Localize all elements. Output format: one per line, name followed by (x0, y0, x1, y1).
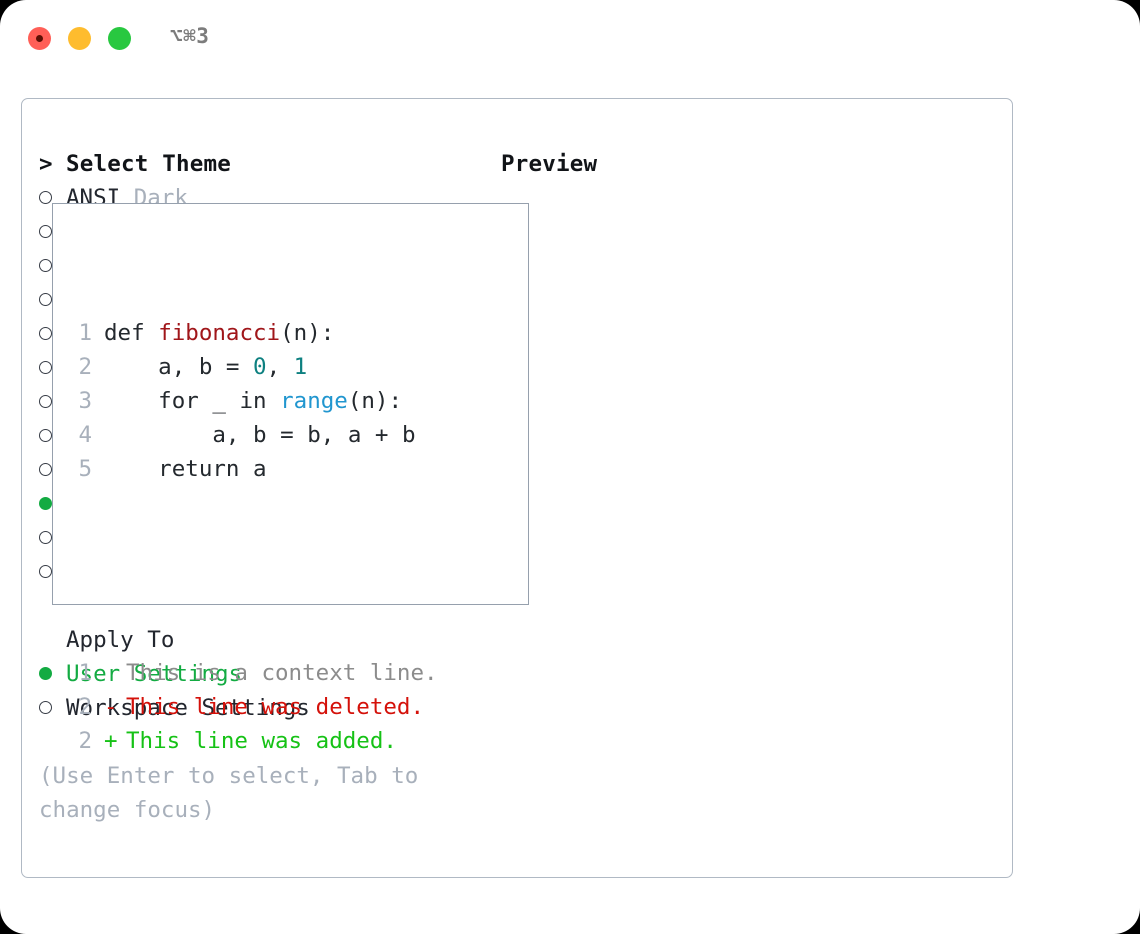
radio-dot (39, 293, 52, 306)
apply-to-header-label: Apply To (66, 627, 175, 653)
code-token: return a (104, 456, 267, 482)
code-token: def (104, 320, 159, 346)
radio-dot (39, 497, 52, 510)
code-line: 5 return a (70, 452, 438, 486)
diff-line-text: This is a context line. (126, 660, 438, 686)
diff-line-number: 1 (78, 660, 92, 686)
prompt-caret-icon: > (39, 151, 53, 177)
diff-sign: + (104, 728, 118, 754)
code-diff-gap (70, 554, 438, 588)
keyboard-shortcut-label: ⌥⌘3 (170, 24, 210, 48)
theme-list-header: > Select Theme (39, 147, 489, 181)
radio-dot (39, 463, 52, 476)
main-panel: >Select Theme ANSI DarkAtom One DarkAyu … (21, 98, 1013, 878)
radio-unselected-icon[interactable] (39, 385, 66, 419)
code-token: , (266, 354, 294, 380)
minimize-button[interactable] (68, 27, 91, 50)
radio-unselected-icon[interactable] (39, 419, 66, 453)
diff-line: 1 This is a context line. (70, 656, 438, 690)
radio-dot (39, 225, 52, 238)
line-number: 4 (78, 422, 92, 448)
radio-unselected-icon[interactable] (39, 181, 66, 215)
radio-unselected-icon[interactable] (39, 521, 66, 555)
code-token: a, b = (104, 354, 254, 380)
diff-line: 2-This line was deleted. (70, 690, 438, 724)
radio-dot (39, 259, 52, 272)
code-line: 1 def fibonacci(n): (70, 316, 438, 350)
code-token: fibonacci (158, 320, 281, 346)
radio-dot (39, 667, 52, 680)
diff-line-number: 2 (78, 728, 92, 754)
radio-dot (39, 191, 52, 204)
diff-lines: 1 This is a context line.2-This line was… (70, 656, 438, 758)
code-token: 0 (253, 354, 267, 380)
radio-unselected-icon[interactable] (39, 453, 66, 487)
line-number: 5 (78, 456, 92, 482)
apply-to-header: Apply To (39, 623, 489, 657)
apply-to-option-label: User Settings (66, 661, 243, 687)
radio-unselected-icon[interactable] (39, 317, 66, 351)
close-button[interactable] (28, 27, 51, 50)
preview-pane: Preview (501, 147, 1001, 181)
apply-to-option[interactable]: User Settings (39, 657, 489, 691)
diff-line-number: 2 (78, 694, 92, 720)
radio-unselected-icon[interactable] (39, 691, 66, 725)
code-token: for _ in (104, 388, 281, 414)
radio-dot (39, 395, 52, 408)
radio-dot (39, 361, 52, 374)
radio-dot (39, 565, 52, 578)
keyboard-hint-text: (Use Enter to select, Tab to change focu… (39, 763, 419, 823)
radio-selected-icon[interactable] (39, 657, 66, 691)
apply-to-option[interactable]: Workspace Settings (39, 691, 489, 725)
diff-sign: - (104, 694, 118, 720)
code-line: 3 for _ in range(n): (70, 384, 438, 418)
line-number: 1 (78, 320, 92, 346)
diff-line: 2 + This line was added. (70, 724, 438, 758)
apply-to-option-label: Workspace Settings (66, 695, 310, 721)
radio-dot (39, 701, 52, 714)
code-token: a, b = b, a + b (104, 422, 416, 448)
radio-unselected-icon[interactable] (39, 249, 66, 283)
radio-dot (39, 429, 52, 442)
radio-selected-icon[interactable] (39, 487, 66, 521)
diff-line-text: This line was added. (126, 728, 397, 754)
code-token: range (280, 388, 348, 414)
code-token: (n): (347, 388, 403, 414)
line-number: 2 (78, 354, 92, 380)
preview-title: Preview (501, 151, 598, 177)
code-line: 2 a, b = 0, 1 (70, 350, 438, 384)
line-number: 3 (78, 388, 92, 414)
theme-list-header-label: Select Theme (66, 151, 231, 177)
maximize-button[interactable] (108, 27, 131, 50)
radio-unselected-icon[interactable] (39, 351, 66, 385)
code-line: 4 a, b = b, a + b (70, 418, 438, 452)
radio-unselected-icon[interactable] (39, 283, 66, 317)
radio-unselected-icon[interactable] (39, 215, 66, 249)
diff-sign (104, 656, 126, 690)
code-token: 1 (293, 354, 308, 380)
title-bar: ⌥⌘3 (0, 0, 1140, 78)
radio-unselected-icon[interactable] (39, 555, 66, 589)
radio-dot (39, 531, 52, 544)
diff-line-text: This line was deleted. (126, 694, 425, 720)
radio-dot (39, 327, 52, 340)
code-token: (n): (280, 320, 335, 346)
